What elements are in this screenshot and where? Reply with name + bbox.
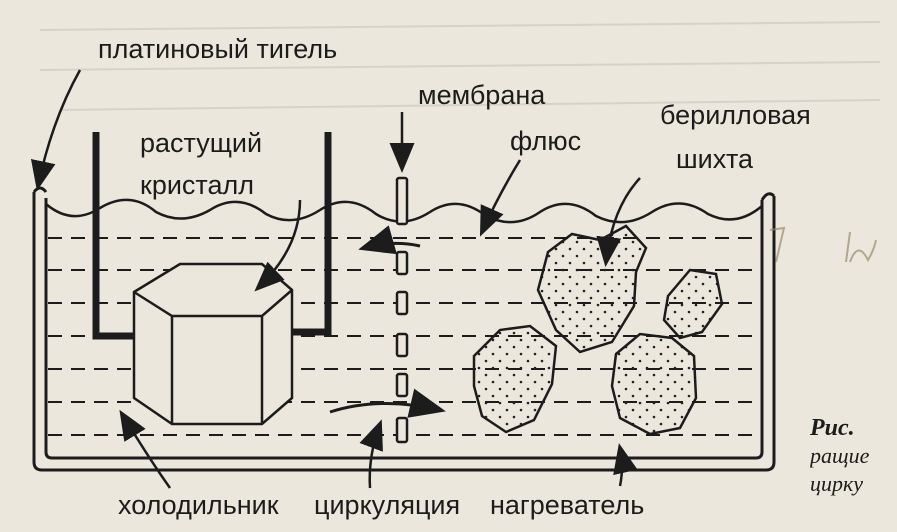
membrane xyxy=(395,176,409,444)
label-flux: флюс xyxy=(510,126,582,156)
beryl-charge xyxy=(472,224,724,436)
leader-lines xyxy=(30,69,641,489)
label-platinum-crucible: платиновый тигель xyxy=(98,34,338,64)
label-growing-crystal-line2: кристалл xyxy=(140,170,254,200)
label-circulation: циркуляция xyxy=(314,490,461,520)
growing-crystal xyxy=(132,262,294,426)
label-beryl-charge-line1: берилловая xyxy=(660,100,811,130)
label-cooler: холодильник xyxy=(118,490,279,520)
caption-prefix: Рис. xyxy=(810,415,855,441)
label-growing-crystal-line1: растущий xyxy=(140,128,263,158)
label-beryl-charge-line2: шихта xyxy=(676,144,754,174)
caption-line3: цирку xyxy=(810,471,864,496)
label-heater: нагреватель xyxy=(490,490,645,520)
crystal-holder xyxy=(92,132,332,340)
margin-scribbles xyxy=(769,226,877,263)
caption-line2: ращиe xyxy=(810,443,870,468)
figure-caption: Рис. ращиe цирку xyxy=(810,414,897,498)
background-bleed-through xyxy=(39,21,881,111)
circulation-arrows xyxy=(329,225,446,418)
label-membrane: мембрана xyxy=(418,80,546,110)
